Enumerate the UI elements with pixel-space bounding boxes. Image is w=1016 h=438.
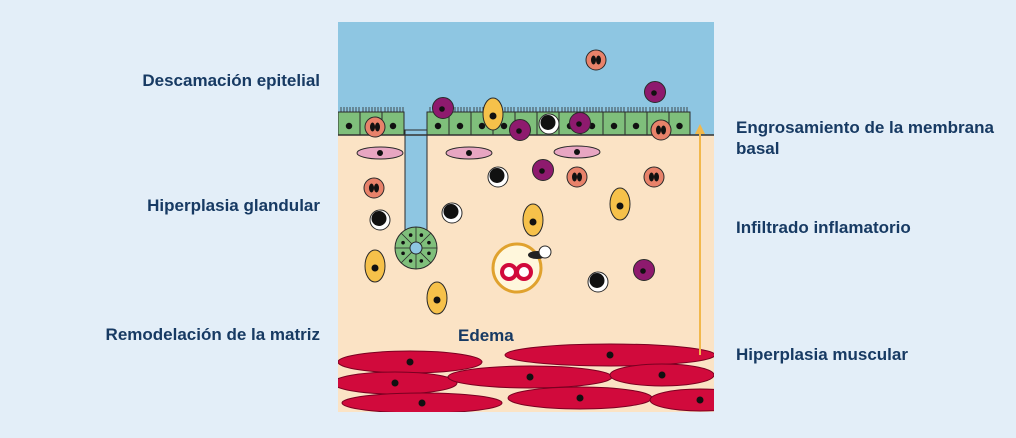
eosinophil-icon: [364, 116, 386, 138]
submucosal-gland: [394, 226, 438, 270]
label-hiperplasia-glandular: Hiperplasia glandular: [147, 196, 320, 215]
edema-label: Edema: [458, 326, 514, 345]
fibroblast-icon: [356, 146, 404, 160]
label-descamacion-epitelial: Descamación epitelial: [142, 71, 320, 90]
basophil-icon: [644, 81, 666, 103]
lymphocyte-icon: [587, 271, 609, 293]
epithelial-nucleus: [610, 122, 618, 130]
epithelial-nucleus: [676, 122, 683, 130]
arrow-head: [695, 124, 705, 134]
lymphocyte-icon: [487, 166, 509, 188]
muscle-fiber: [649, 388, 714, 412]
fibroblast-icon: [553, 145, 601, 159]
epithelial-nucleus: [434, 122, 442, 130]
epithelial-nucleus: [632, 122, 640, 130]
macrophage-icon: [482, 97, 504, 131]
smooth-muscle-layer: [338, 343, 714, 412]
epithelial-nucleus: [500, 122, 508, 130]
gland-duct: [404, 129, 428, 239]
label-remodelacion-matriz: Remodelación de la matriz: [105, 325, 320, 344]
macrophage-icon: [364, 249, 386, 283]
macrophage-icon: [426, 281, 448, 315]
eosinophil-icon: [363, 177, 385, 199]
epithelial-nucleus: [345, 122, 353, 130]
epithelial-nucleus: [478, 122, 486, 130]
lymphocyte-icon: [538, 113, 560, 135]
epithelial-nucleus: [389, 122, 397, 130]
macrophage-icon: [522, 203, 544, 237]
lymphocyte-icon: [441, 202, 463, 224]
basophil-icon: [509, 119, 531, 141]
basophil-icon: [569, 112, 591, 134]
inflammatory-cells: [356, 49, 672, 315]
macrophage-icon: [609, 187, 631, 221]
label-hiperplasia-muscular: Hiperplasia muscular: [736, 345, 908, 364]
basophil-icon: [633, 259, 655, 281]
eosinophil-icon: [643, 166, 665, 188]
eosinophil-icon: [566, 166, 588, 188]
eosinophil-icon: [585, 49, 607, 71]
fibroblast-icon: [445, 146, 493, 160]
blood-vessel: [491, 242, 552, 294]
lymphocyte-icon: [369, 209, 391, 231]
label-infiltrado-inflamatorio: Infiltrado inflamatorio: [736, 218, 911, 237]
epithelial-nucleus: [456, 122, 464, 130]
basophil-icon: [432, 97, 454, 119]
basophil-icon: [532, 159, 554, 181]
eosinophil-icon: [650, 119, 672, 141]
label-engrosamiento-membrana-basal: Engrosamiento de la membrana basal: [736, 118, 994, 158]
